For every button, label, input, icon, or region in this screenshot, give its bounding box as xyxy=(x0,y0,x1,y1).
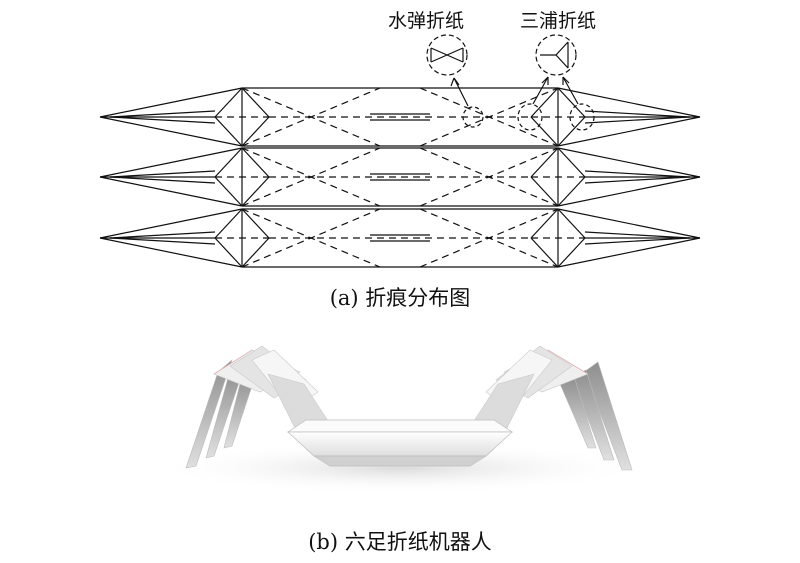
strip-1-outline xyxy=(557,116,701,147)
strip-2-diamond-left xyxy=(241,176,270,207)
strip-3-outline xyxy=(99,208,243,239)
robot-body xyxy=(286,419,514,467)
strip-3-x xyxy=(241,208,381,268)
strip-2-diamond-left xyxy=(214,147,243,178)
strip-2-inner xyxy=(109,170,216,178)
strip-3-diamond-left xyxy=(241,237,270,268)
strip-1-x xyxy=(419,87,559,147)
caption-a: (a) 折痕分布图 xyxy=(329,286,471,310)
strip-3-inner xyxy=(584,231,691,239)
strip-2-diamond-left xyxy=(241,147,270,178)
right-leg-1 xyxy=(583,361,633,471)
strip-3-outline xyxy=(557,208,701,239)
miura-arrow-right xyxy=(562,76,579,105)
strip-2-diamond-right xyxy=(530,176,559,207)
strip-1-diamond-left xyxy=(214,116,243,147)
waterbomb-label: 水弹折纸 xyxy=(388,10,465,32)
strip-3-outline xyxy=(99,237,243,268)
strip-1-diamond-right xyxy=(557,87,586,118)
strip-2-outline xyxy=(557,176,701,207)
waterbomb-glyph xyxy=(430,47,464,63)
strip-2-outline xyxy=(99,147,243,178)
crease-pattern xyxy=(99,87,701,268)
strip-3-diamond-left xyxy=(241,208,270,239)
strip-1-diamond-left xyxy=(214,87,243,118)
strip-2-x xyxy=(241,147,381,207)
miura-target-right xyxy=(569,103,595,131)
miura-callout xyxy=(517,34,595,131)
caption-b: (b) 六足折纸机器人 xyxy=(308,530,492,554)
strip-3-inner xyxy=(109,237,216,245)
strip-1-outline xyxy=(99,116,243,147)
waterbomb-target-circle xyxy=(462,106,484,128)
strip-3-diamond-left xyxy=(214,237,243,268)
strip-3-diamond-right xyxy=(530,237,559,268)
waterbomb-callout xyxy=(426,34,484,128)
waterbomb-zoom-circle xyxy=(426,34,468,76)
strip-2-diamond-right xyxy=(557,176,586,207)
miura-glyph xyxy=(540,41,569,69)
strip-2-diamond-right xyxy=(530,147,559,178)
body-top xyxy=(286,419,514,433)
hexapod-robot xyxy=(150,345,650,494)
strip-1-x xyxy=(241,87,381,147)
strip-3-diamond-right xyxy=(557,208,586,239)
miura-arrowhead-right xyxy=(562,76,570,85)
strip-2-outline xyxy=(557,147,701,178)
strip-1-inner xyxy=(584,116,691,124)
left-leg-1 xyxy=(185,359,233,469)
strip-2-outline xyxy=(99,176,243,207)
strip-2-x xyxy=(419,147,559,207)
strip-3-x xyxy=(419,208,559,268)
miura-arrowhead-left xyxy=(541,76,549,85)
strip-1-inner xyxy=(584,110,691,118)
waterbomb-arrowhead xyxy=(450,77,460,87)
miura-arrow-left xyxy=(532,76,549,105)
waterbomb-arrow xyxy=(453,77,469,107)
strip-1-diamond-right xyxy=(530,87,559,118)
robot-shadow xyxy=(150,442,650,494)
miura-target-left xyxy=(517,103,543,131)
strip-2-diamond-right xyxy=(557,147,586,178)
strip-2-inner xyxy=(584,176,691,184)
robot-right-shoulder xyxy=(471,345,589,431)
strip-1-diamond-right xyxy=(530,116,559,147)
strip-1-outline xyxy=(99,87,243,118)
left-shoulder-edge xyxy=(213,349,253,375)
miura-label: 三浦折纸 xyxy=(520,10,597,32)
strip-3-diamond-left xyxy=(214,208,243,239)
strip-3-diamond-right xyxy=(557,237,586,268)
strip-3-inner xyxy=(109,231,216,239)
robot-right-legs xyxy=(559,361,633,471)
strip-2-inner xyxy=(109,176,216,184)
miura-zoom-circle xyxy=(535,34,577,76)
strip-3-inner xyxy=(584,237,691,245)
strip-1-inner xyxy=(109,116,216,124)
body-bottom xyxy=(312,455,488,467)
strip-3-diamond-right xyxy=(530,208,559,239)
strip-2-inner xyxy=(584,170,691,178)
strip-1-inner xyxy=(109,110,216,118)
strip-1-diamond-right xyxy=(557,116,586,147)
robot-left-shoulder xyxy=(213,345,331,431)
strip-1-diamond-left xyxy=(241,116,270,147)
strip-2-diamond-left xyxy=(214,176,243,207)
strip-1-outline xyxy=(557,87,701,118)
robot-left-legs xyxy=(185,359,257,469)
right-shoulder-edge xyxy=(547,349,589,375)
strip-1-diamond-left xyxy=(241,87,270,118)
body-front xyxy=(287,431,513,457)
strip-3-outline xyxy=(557,237,701,268)
